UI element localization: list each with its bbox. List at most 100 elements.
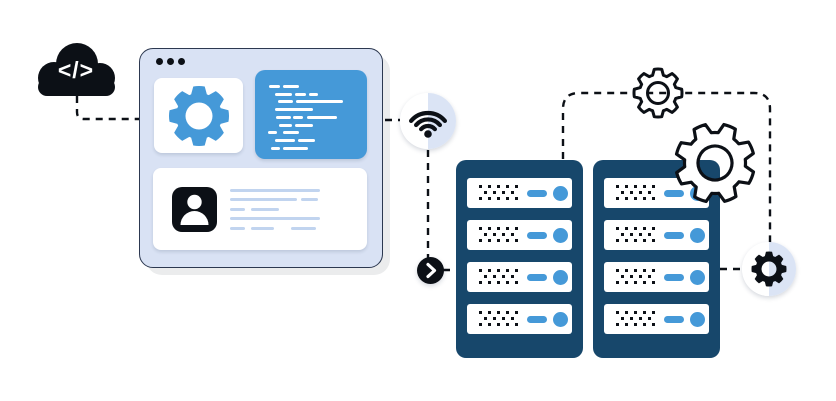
vent-dot <box>497 184 501 188</box>
vent-dot <box>652 226 656 230</box>
traffic-dot <box>167 58 174 65</box>
code-text-line <box>278 100 293 104</box>
code-text-line <box>275 108 313 112</box>
vent-dot <box>643 322 647 326</box>
profile-text-line <box>230 226 245 231</box>
server-unit <box>604 304 709 334</box>
vent-dot <box>647 232 651 236</box>
vent-dot <box>515 196 519 200</box>
vent-dot <box>483 274 487 278</box>
vent-dot <box>616 196 620 200</box>
vent-dot <box>620 316 624 320</box>
vent-dot <box>515 184 519 188</box>
gear-icon <box>167 84 231 148</box>
vent-dot <box>625 196 629 200</box>
vent-dot <box>616 184 620 188</box>
vent-dot <box>638 274 642 278</box>
vent-dot <box>643 310 647 314</box>
vent-dot <box>652 268 656 272</box>
status-bar <box>527 273 547 281</box>
vent-dot <box>501 190 505 194</box>
vent-dot <box>625 322 629 326</box>
vent-dot <box>492 316 496 320</box>
vent-dot <box>479 238 483 242</box>
vent-dot <box>634 268 638 272</box>
vent-dot <box>479 280 483 284</box>
profile-text-line <box>230 188 320 192</box>
vent-dot <box>652 238 656 242</box>
code-text-line <box>269 85 280 88</box>
vent-dot <box>497 322 501 326</box>
server-unit <box>467 220 572 250</box>
vent-dot <box>643 196 647 200</box>
vent-dot <box>643 184 647 188</box>
led-indicator <box>690 312 705 327</box>
code-text-line <box>295 123 313 127</box>
vent-dot <box>515 310 519 314</box>
status-bar <box>527 231 547 239</box>
code-text-line <box>276 115 291 119</box>
vent-dot <box>492 274 496 278</box>
profile-text-line <box>230 198 297 202</box>
vent-dot <box>497 280 501 284</box>
vent-dot <box>643 226 647 230</box>
vent-dot <box>643 238 647 242</box>
vent-dot <box>479 268 483 272</box>
vent-dot <box>501 232 505 236</box>
vent-dot <box>625 226 629 230</box>
vent-dot <box>510 274 514 278</box>
vent-dot <box>634 184 638 188</box>
vent-dot <box>497 268 501 272</box>
vent-dot <box>515 280 519 284</box>
vent-dot <box>616 268 620 272</box>
code-text-line <box>307 115 337 119</box>
connector-cloud-to-window <box>75 96 139 121</box>
server-rack-left <box>456 160 583 358</box>
vent-dot <box>652 196 656 200</box>
vent-dot <box>510 232 514 236</box>
user-icon <box>180 194 209 225</box>
vent-dot <box>479 184 483 188</box>
vent-dot <box>501 316 505 320</box>
vent-dot <box>506 322 510 326</box>
led-indicator <box>553 186 568 201</box>
vent-dot <box>652 310 656 314</box>
browser-window <box>139 48 383 268</box>
vent-dot <box>488 184 492 188</box>
vent-dot <box>625 310 629 314</box>
profile-card <box>153 168 367 250</box>
vent-dot <box>616 280 620 284</box>
vent-dot <box>488 322 492 326</box>
server-unit <box>604 262 709 292</box>
vent-dot <box>506 280 510 284</box>
vent-dot <box>634 238 638 242</box>
vent-dot <box>620 190 624 194</box>
vent-dot <box>497 226 501 230</box>
code-text-line <box>271 146 280 150</box>
vent-dot <box>483 232 487 236</box>
vent-dot <box>616 238 620 242</box>
vent-dot <box>479 196 483 200</box>
cloud-icon <box>38 43 115 96</box>
server-unit <box>467 178 572 208</box>
led-indicator <box>553 270 568 285</box>
cloud-code-badge: </> <box>32 40 120 96</box>
window-traffic-dots <box>156 58 185 65</box>
profile-text-line <box>291 226 316 231</box>
status-bar <box>664 315 684 323</box>
vent-dot <box>506 184 510 188</box>
server-rack-right <box>593 160 720 358</box>
code-text-line <box>309 92 318 96</box>
settings-card <box>154 78 243 153</box>
vent-dot <box>483 190 487 194</box>
vent-dot <box>634 322 638 326</box>
code-text-line <box>283 85 299 88</box>
connector-route-loop <box>561 91 772 244</box>
code-text-line <box>298 138 315 142</box>
vent-dot <box>652 280 656 284</box>
vent-dot <box>488 280 492 284</box>
vent-dot <box>479 226 483 230</box>
vent-dot <box>647 274 651 278</box>
gear-icon <box>168 85 229 146</box>
code-text-line <box>275 138 295 142</box>
